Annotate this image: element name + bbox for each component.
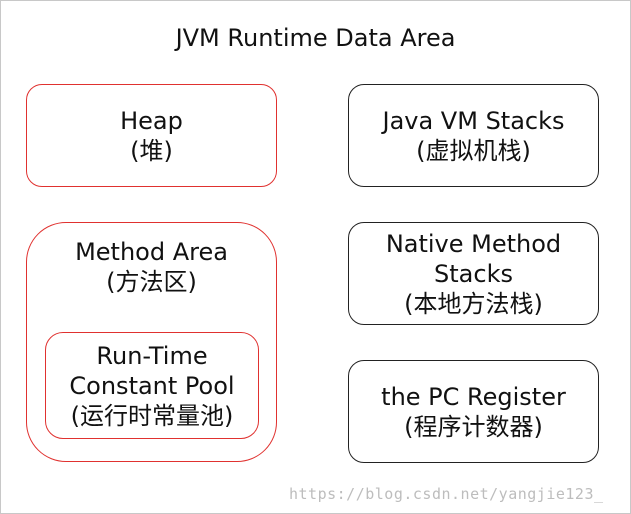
pc-register-subtitle: (程序计数器) <box>404 412 543 441</box>
runtime-constant-pool-box: Run-Time Constant Pool (运行时常量池) <box>45 332 259 439</box>
heap-subtitle: (堆) <box>130 136 173 165</box>
runtime-constant-pool-label-line1: Run-Time <box>96 341 208 370</box>
native-method-stacks-label-line2: Stacks <box>434 259 513 288</box>
java-vm-stacks-label: Java VM Stacks <box>382 106 565 135</box>
runtime-constant-pool-subtitle: (运行时常量池) <box>70 401 234 430</box>
heap-label: Heap <box>120 106 183 135</box>
java-vm-stacks-box: Java VM Stacks (虚拟机栈) <box>348 84 599 187</box>
method-area-box: Method Area (方法区) <box>26 222 277 462</box>
pc-register-box: the PC Register (程序计数器) <box>348 360 599 463</box>
method-area-label: Method Area <box>75 238 228 266</box>
native-method-stacks-label-line1: Native Method <box>385 229 562 258</box>
heap-box: Heap (堆) <box>26 84 277 187</box>
watermark-text: https://blog.csdn.net/yangjie123_ <box>289 485 604 503</box>
method-area-subtitle: (方法区) <box>106 268 197 296</box>
runtime-constant-pool-label-line2: Constant Pool <box>69 371 235 400</box>
diagram-title: JVM Runtime Data Area <box>175 24 456 52</box>
native-method-stacks-subtitle: (本地方法栈) <box>404 289 543 318</box>
pc-register-label: the PC Register <box>381 382 566 411</box>
native-method-stacks-box: Native Method Stacks (本地方法栈) <box>348 222 599 325</box>
java-vm-stacks-subtitle: (虚拟机栈) <box>416 136 531 165</box>
